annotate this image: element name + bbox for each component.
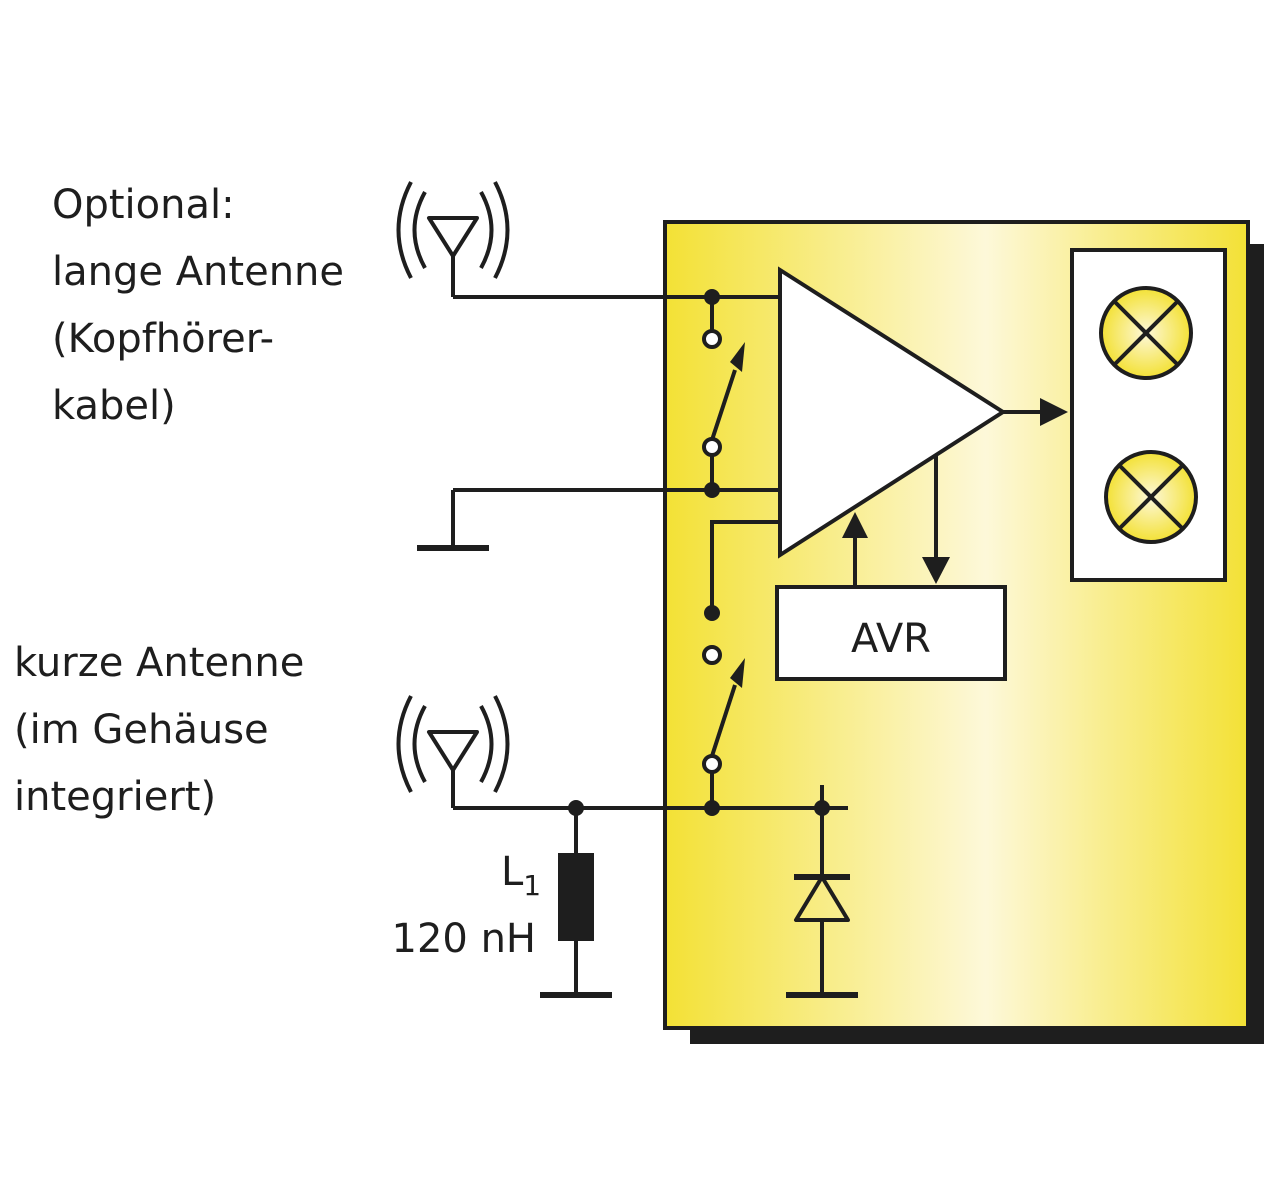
arrow-right-icon bbox=[1040, 398, 1068, 426]
amplifier bbox=[778, 266, 1007, 559]
arrow-up-icon bbox=[842, 512, 868, 538]
inductor-name: L1 bbox=[501, 849, 541, 902]
switch-upper bbox=[710, 342, 745, 441]
antenna-icon bbox=[396, 695, 510, 808]
long-antenna-label-3: (Kopfhörer- bbox=[52, 316, 274, 362]
lamp-icon bbox=[1104, 450, 1198, 544]
avr-box bbox=[775, 585, 1007, 681]
short-antenna-label-1: kurze Antenne bbox=[14, 640, 304, 686]
long-antenna-label-2: lange Antenne bbox=[52, 249, 344, 295]
inductor-value: 120 nH bbox=[392, 916, 537, 962]
lamp-icon bbox=[1099, 286, 1193, 380]
short-antenna-label-3: integriert) bbox=[14, 774, 216, 820]
long-antenna-label-1: Optional: bbox=[52, 182, 235, 228]
inductor bbox=[558, 853, 594, 941]
switch-lower bbox=[710, 658, 745, 757]
arrow-down-icon bbox=[922, 557, 950, 584]
antenna-icon bbox=[396, 181, 510, 297]
avr-label: AVR bbox=[851, 616, 931, 662]
short-antenna-label-2: (im Gehäuse bbox=[14, 707, 269, 753]
long-antenna-label-4: kabel) bbox=[52, 383, 176, 429]
